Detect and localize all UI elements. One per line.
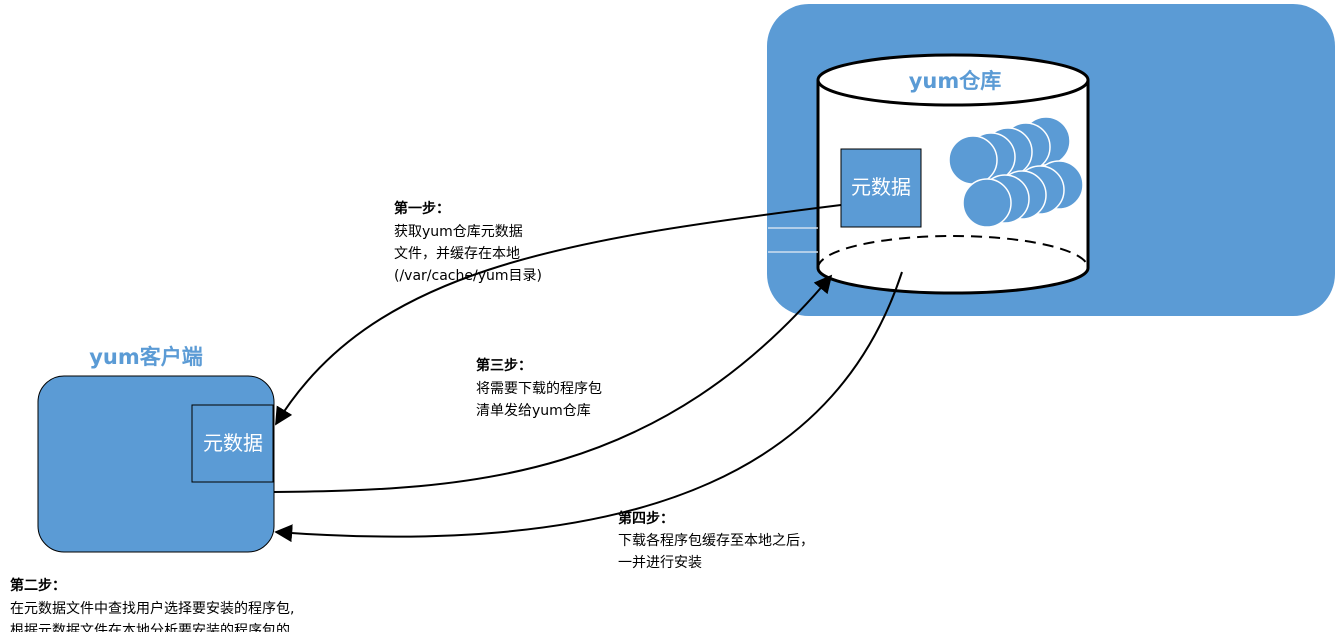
client-metadata-label: 元数据	[203, 431, 263, 455]
step2-heading: 第二步：	[10, 577, 66, 594]
package-stack	[948, 116, 1084, 228]
step3-line: 将需要下载的程序包	[476, 381, 602, 397]
step1-line: (/var/cache/yum目录)	[394, 268, 542, 284]
repo-title: yum仓库	[909, 69, 1002, 93]
client-title: yum客户端	[89, 345, 203, 369]
package-disc	[948, 135, 998, 185]
step4-line: 下载各程序包缓存至本地之后，	[618, 533, 814, 549]
step1-annotation: 第一步： 获取yum仓库元数据 文件，并缓存在本地 (/var/cache/yu…	[394, 200, 542, 284]
step1-line: 获取yum仓库元数据	[394, 224, 523, 240]
step1-line: 文件，并缓存在本地	[394, 246, 520, 262]
cylinder-dashed-arc	[817, 235, 1089, 269]
package-disc	[962, 178, 1012, 228]
arrow-step4-download-packages	[274, 271, 903, 543]
client-metadata-box	[191, 404, 274, 483]
arrow-step1-fetch-metadata	[275, 204, 842, 426]
step2-line: 在元数据文件中查找用户选择要安装的程序包,	[10, 600, 294, 617]
step2-line: 根据元数据文件在本地分析要安装的程序包的	[10, 623, 290, 632]
repo-metadata-box	[840, 148, 922, 228]
step4-annotation: 第四步： 下载各程序包缓存至本地之后， 一并进行安装	[618, 510, 814, 571]
step4-line: 一并进行安装	[618, 555, 702, 571]
step4-heading: 第四步：	[618, 510, 674, 527]
step3-heading: 第三步：	[476, 357, 532, 374]
step3-line: 清单发给yum仓库	[476, 403, 591, 419]
step1-heading: 第一步：	[394, 200, 450, 217]
repo-metadata-label: 元数据	[851, 175, 911, 199]
step2-annotation: 第二步： 在元数据文件中查找用户选择要安装的程序包, 根据元数据文件在本地分析要…	[10, 577, 294, 632]
arrow-step3-send-list	[273, 274, 833, 493]
step3-annotation: 第三步： 将需要下载的程序包 清单发给yum仓库	[476, 357, 602, 419]
